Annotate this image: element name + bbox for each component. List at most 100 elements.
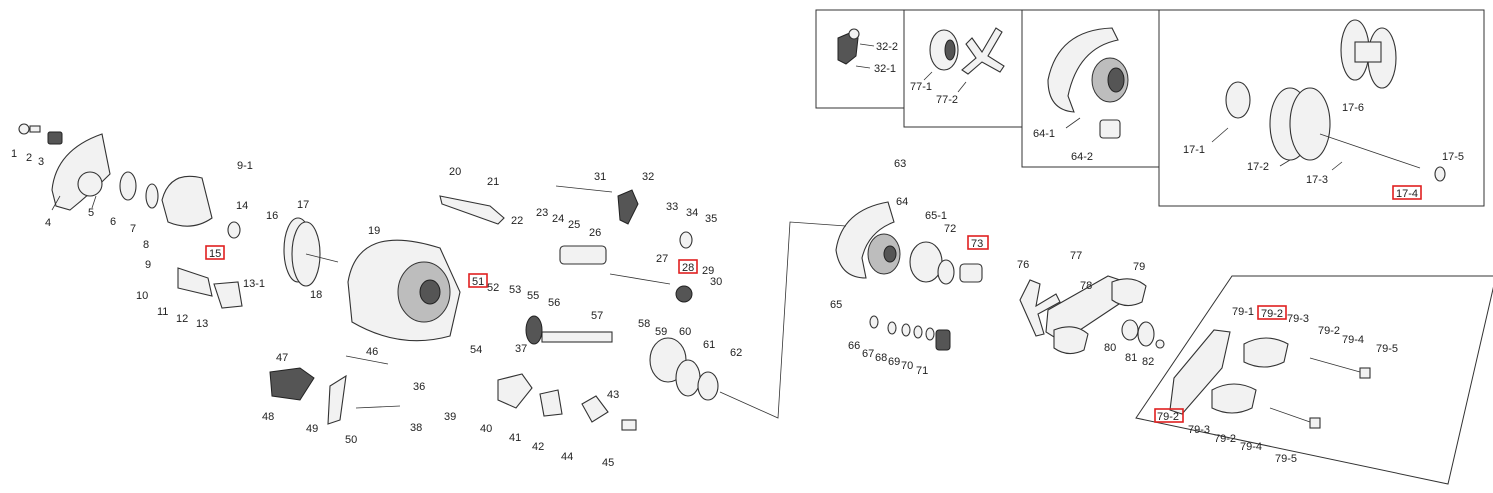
label-66: 66 bbox=[848, 340, 860, 352]
label-6: 6 bbox=[110, 216, 116, 228]
label-49: 49 bbox=[306, 423, 318, 435]
label-30: 30 bbox=[710, 276, 722, 288]
label-45: 45 bbox=[602, 457, 614, 469]
label-51: 51 bbox=[472, 276, 484, 288]
label-79: 79 bbox=[1133, 261, 1145, 273]
label-24: 24 bbox=[552, 213, 564, 225]
label-81: 81 bbox=[1125, 352, 1137, 364]
label-79-2-right: 79-2 bbox=[1318, 325, 1340, 337]
label-13-1: 13-1 bbox=[243, 278, 265, 290]
label-9: 9 bbox=[145, 259, 151, 271]
label-7: 7 bbox=[130, 223, 136, 235]
label-79-2-boxed-bottom: 79-2 bbox=[1157, 411, 1179, 423]
label-32-1: 32-1 bbox=[874, 63, 896, 75]
label-82: 82 bbox=[1142, 356, 1154, 368]
label-36: 36 bbox=[413, 381, 425, 393]
label-35: 35 bbox=[705, 213, 717, 225]
label-3: 3 bbox=[38, 156, 44, 168]
label-10: 10 bbox=[136, 290, 148, 302]
label-65-1: 65-1 bbox=[925, 210, 947, 222]
label-1: 1 bbox=[11, 148, 17, 160]
label-17: 17 bbox=[297, 199, 309, 211]
label-39: 39 bbox=[444, 411, 456, 423]
inset-box-32 bbox=[815, 9, 905, 109]
label-62: 62 bbox=[730, 347, 742, 359]
label-17-6: 17-6 bbox=[1342, 102, 1364, 114]
label-52: 52 bbox=[487, 282, 499, 294]
label-64-1: 64-1 bbox=[1033, 128, 1055, 140]
label-37: 37 bbox=[515, 343, 527, 355]
label-40: 40 bbox=[480, 423, 492, 435]
inset-box-17 bbox=[1158, 9, 1485, 207]
label-72: 72 bbox=[944, 223, 956, 235]
label-58: 58 bbox=[638, 318, 650, 330]
label-17-1: 17-1 bbox=[1183, 144, 1205, 156]
label-76: 76 bbox=[1017, 259, 1029, 271]
inset-box-64 bbox=[1021, 9, 1160, 168]
label-32: 32 bbox=[642, 171, 654, 183]
label-25: 25 bbox=[568, 219, 580, 231]
label-22: 22 bbox=[511, 215, 523, 227]
label-14: 14 bbox=[236, 200, 248, 212]
label-79-4-bottom: 79-4 bbox=[1240, 441, 1262, 453]
label-29: 29 bbox=[702, 265, 714, 277]
label-42: 42 bbox=[532, 441, 544, 453]
label-18: 18 bbox=[310, 289, 322, 301]
label-28: 28 bbox=[682, 262, 694, 274]
label-54: 54 bbox=[470, 344, 482, 356]
label-78: 78 bbox=[1080, 280, 1092, 292]
frame-group bbox=[269, 185, 719, 431]
label-15: 15 bbox=[209, 248, 221, 260]
label-79-1: 79-1 bbox=[1232, 306, 1254, 318]
label-57: 57 bbox=[591, 310, 603, 322]
label-79-2-bottom: 79-2 bbox=[1214, 433, 1236, 445]
label-79-3-bottom: 79-3 bbox=[1188, 424, 1210, 436]
label-9-1: 9-1 bbox=[237, 160, 253, 172]
inset-box-77 bbox=[903, 9, 1023, 128]
label-5: 5 bbox=[88, 207, 94, 219]
right-side-group bbox=[719, 201, 1165, 419]
label-21: 21 bbox=[487, 176, 499, 188]
label-80: 80 bbox=[1104, 342, 1116, 354]
label-41: 41 bbox=[509, 432, 521, 444]
label-55: 55 bbox=[527, 290, 539, 302]
label-64: 64 bbox=[896, 196, 908, 208]
label-34: 34 bbox=[686, 207, 698, 219]
left-sideplate-group bbox=[18, 123, 339, 309]
label-17-3: 17-3 bbox=[1306, 174, 1328, 186]
label-59: 59 bbox=[655, 326, 667, 338]
label-4: 4 bbox=[45, 217, 51, 229]
label-61: 61 bbox=[703, 339, 715, 351]
label-48: 48 bbox=[262, 411, 274, 423]
label-46: 46 bbox=[366, 346, 378, 358]
part-labels: 1 2 3 4 5 6 7 8 9 9-1 10 11 12 13 13-1 1… bbox=[11, 41, 1464, 469]
label-71: 71 bbox=[916, 365, 928, 377]
label-79-2-boxed-top: 79-2 bbox=[1261, 308, 1283, 320]
label-12: 12 bbox=[176, 313, 188, 325]
label-64-2: 64-2 bbox=[1071, 151, 1093, 163]
label-2: 2 bbox=[26, 152, 32, 164]
label-17-2: 17-2 bbox=[1247, 161, 1269, 173]
label-11: 11 bbox=[157, 306, 168, 318]
label-77: 77 bbox=[1070, 250, 1082, 262]
label-56: 56 bbox=[548, 297, 560, 309]
label-77-2: 77-2 bbox=[936, 94, 958, 106]
label-17-4: 17-4 bbox=[1396, 188, 1418, 200]
label-69: 69 bbox=[888, 356, 900, 368]
label-63: 63 bbox=[894, 158, 906, 170]
label-50: 50 bbox=[345, 434, 357, 446]
label-65: 65 bbox=[830, 299, 842, 311]
label-13: 13 bbox=[196, 318, 208, 330]
label-68: 68 bbox=[875, 352, 887, 364]
label-47: 47 bbox=[276, 352, 288, 364]
label-79-5-top: 79-5 bbox=[1376, 343, 1398, 355]
label-31: 31 bbox=[594, 171, 606, 183]
label-38: 38 bbox=[410, 422, 422, 434]
highlight-boxes bbox=[205, 185, 1422, 423]
label-79-4-top: 79-4 bbox=[1342, 334, 1364, 346]
label-27: 27 bbox=[656, 253, 668, 265]
label-60: 60 bbox=[679, 326, 691, 338]
label-8: 8 bbox=[143, 239, 149, 251]
label-77-1: 77-1 bbox=[910, 81, 932, 93]
